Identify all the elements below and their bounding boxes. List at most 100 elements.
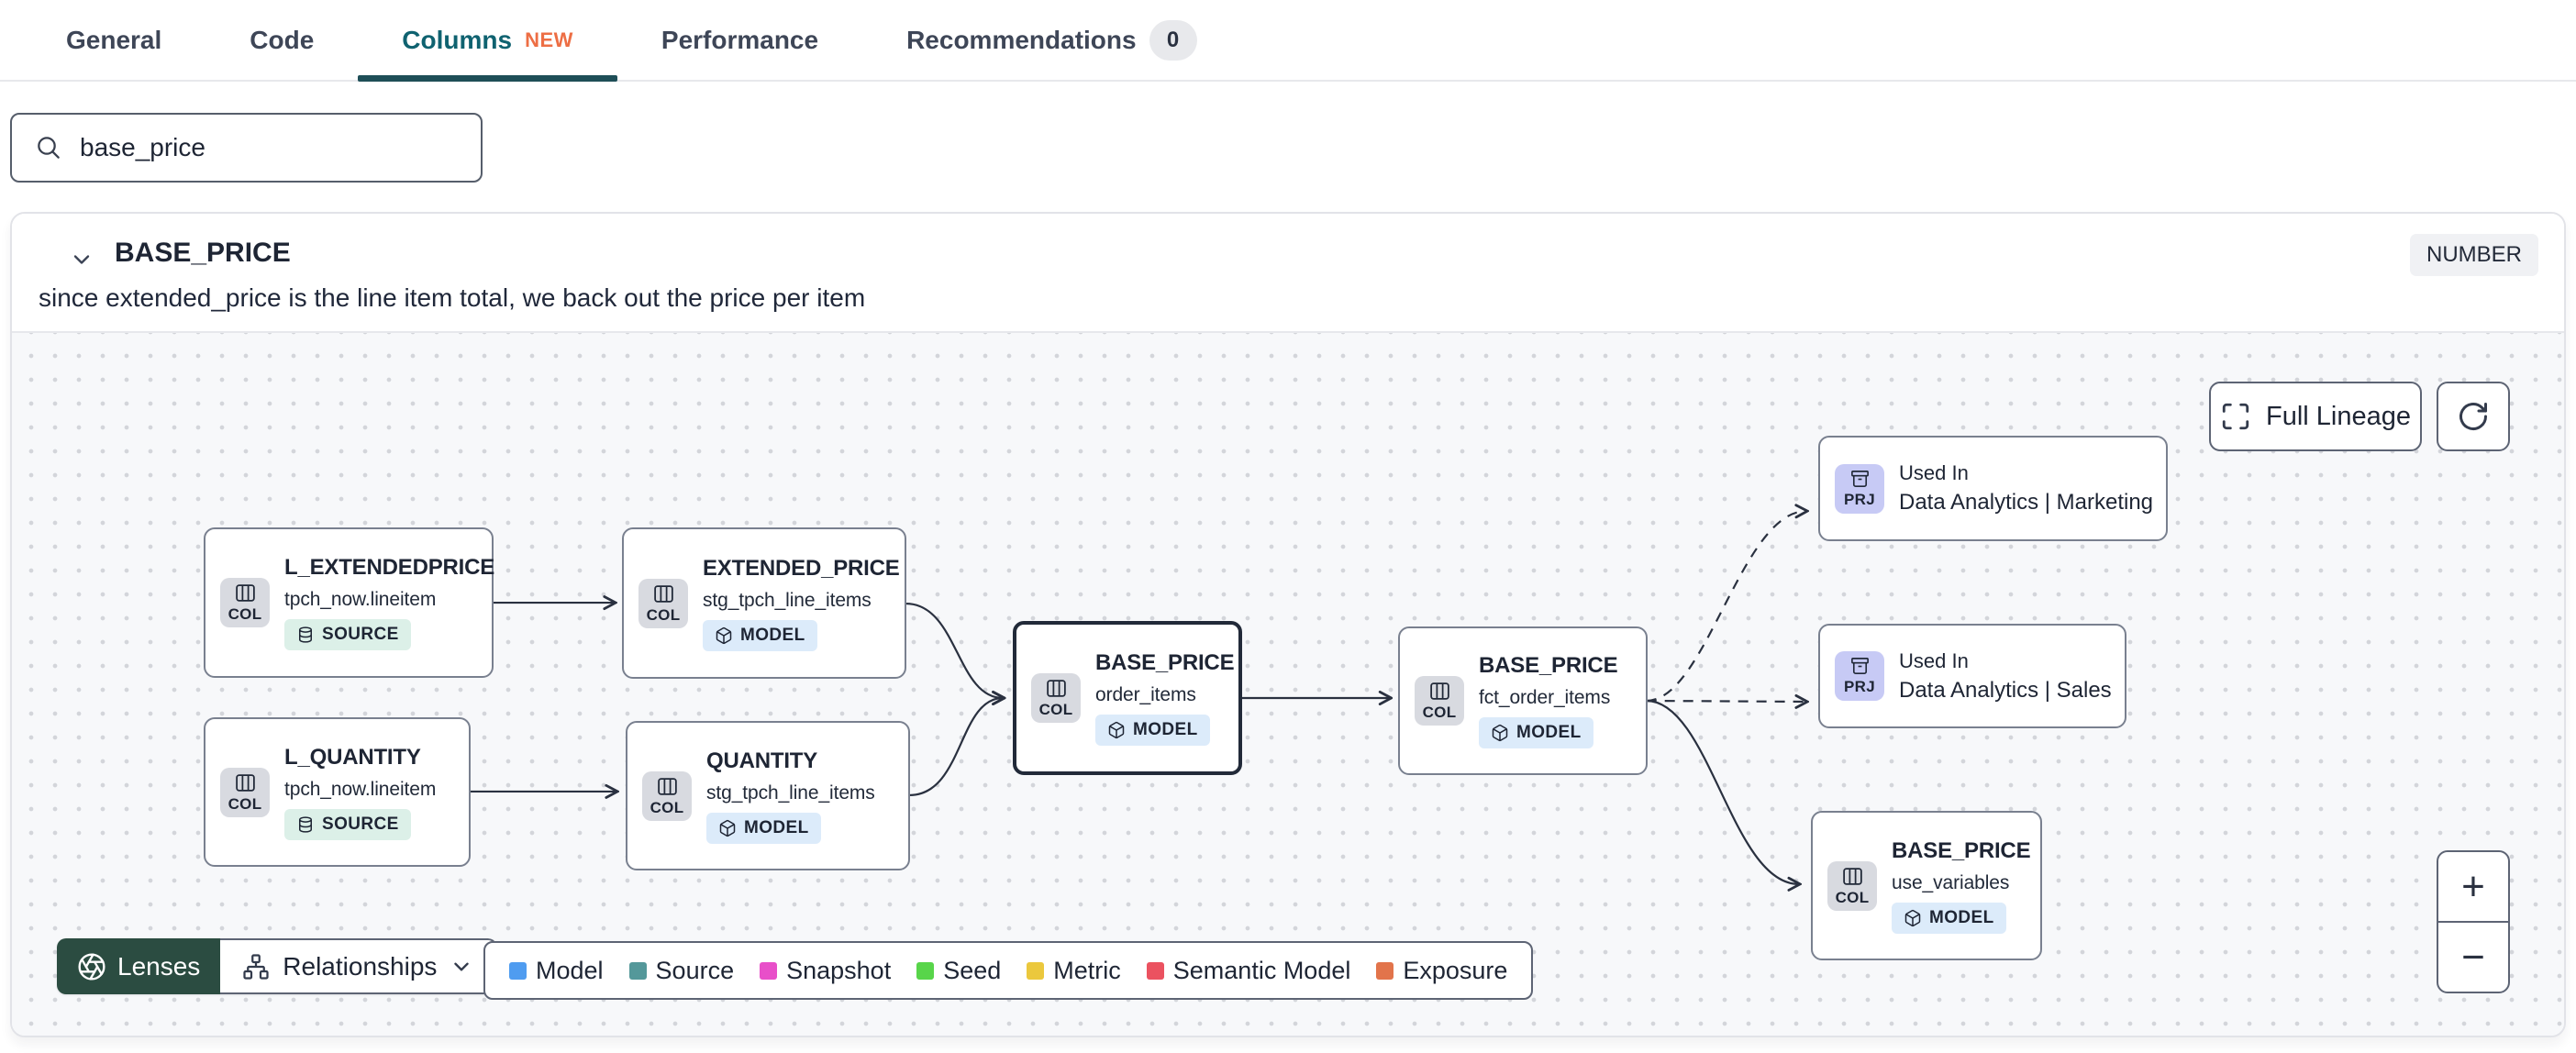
lineage-node-used-in-marketing[interactable]: PRJ Used In Data Analytics | Marketing <box>1818 436 2169 541</box>
node-subtitle: fct_order_items <box>1479 687 1611 708</box>
node-subtitle: order_items <box>1095 684 1196 705</box>
refresh-icon <box>2459 403 2487 431</box>
model-badge: MODEL <box>703 619 817 651</box>
col-kind-badge: COL <box>1827 860 1877 911</box>
edge <box>1646 701 1806 702</box>
resource-type-legend: Model Source Snapshot Seed Metric Semant… <box>483 941 1534 1000</box>
legend-swatch <box>1027 961 1045 980</box>
tab-recommendations[interactable]: Recommendations 0 <box>862 0 1241 80</box>
chevron-down-icon <box>454 962 470 970</box>
tab-general[interactable]: General <box>22 0 205 80</box>
legend-swatch <box>628 961 647 980</box>
refresh-button[interactable] <box>2437 382 2510 451</box>
new-badge: NEW <box>525 28 573 51</box>
edge <box>905 602 1003 698</box>
legend-swatch <box>1146 961 1164 980</box>
col-kind-badge: COL <box>642 770 692 821</box>
legend-swatch <box>916 961 935 980</box>
node-title: BASE_PRICE <box>1095 650 1235 675</box>
edge <box>909 698 1003 797</box>
lineage-node-l-extendedprice[interactable]: COL L_EXTENDEDPRICE tpch_now.lineitem SO… <box>204 527 494 678</box>
legend-item-model: Model <box>509 957 604 985</box>
node-title: BASE_PRICE <box>1892 837 2031 863</box>
tab-label: General <box>66 25 162 54</box>
project-name: Data Analytics | Marketing <box>1899 490 2154 515</box>
model-badge: MODEL <box>706 812 821 844</box>
lineage-canvas[interactable]: COL L_EXTENDEDPRICE tpch_now.lineitem SO… <box>12 333 2564 1036</box>
lineage-node-base-price-use-variables[interactable]: COL BASE_PRICE use_variables MODEL <box>1811 811 2042 960</box>
search-icon <box>38 137 60 159</box>
cube-icon <box>1492 724 1508 742</box>
used-in-label: Used In <box>1899 648 1969 672</box>
tab-label: Performance <box>661 25 819 54</box>
tab-label: Code <box>250 25 315 54</box>
edge <box>1646 511 1806 703</box>
legend-item-semantic-model: Semantic Model <box>1146 957 1350 985</box>
column-type-badge: NUMBER <box>2409 234 2538 276</box>
legend-item-metric: Metric <box>1027 957 1121 985</box>
tab-bar: General Code Columns NEW Performance Rec… <box>0 0 2576 82</box>
cube-icon <box>716 626 732 644</box>
database-icon <box>299 815 312 833</box>
col-kind-badge: COL <box>1031 673 1081 723</box>
node-subtitle: stg_tpch_line_items <box>706 781 875 804</box>
database-icon <box>299 626 312 643</box>
search-row <box>0 82 2576 183</box>
lenses-button[interactable]: Lenses <box>57 938 221 994</box>
collapse-chevron-icon[interactable] <box>65 243 98 276</box>
lineage-node-base-price-fct-order-items[interactable]: COL BASE_PRICE fct_order_items MODEL <box>1398 626 1648 775</box>
tab-columns[interactable]: Columns NEW <box>358 0 617 82</box>
cube-icon <box>719 819 736 837</box>
source-badge: SOURCE <box>284 619 411 650</box>
legend-swatch <box>1376 961 1394 980</box>
zoom-controls: + − <box>2437 850 2510 993</box>
tab-performance[interactable]: Performance <box>617 0 862 80</box>
legend-item-source: Source <box>628 957 734 985</box>
node-subtitle: stg_tpch_line_items <box>703 589 872 611</box>
col-kind-badge: COL <box>220 578 270 627</box>
zoom-in-button[interactable]: + <box>2438 852 2508 923</box>
lineage-node-l-quantity[interactable]: COL L_QUANTITY tpch_now.lineitem SOURCE <box>204 717 471 867</box>
node-title: L_EXTENDEDPRICE <box>284 555 495 580</box>
lineage-node-base-price-order-items[interactable]: COL BASE_PRICE order_items MODEL <box>1013 621 1242 775</box>
cube-icon <box>1904 909 1921 926</box>
columns-icon <box>653 584 673 603</box>
search-box[interactable] <box>10 113 483 183</box>
tab-label: Recommendations <box>906 25 1137 54</box>
columns-icon <box>1842 867 1862 885</box>
model-badge: MODEL <box>1892 902 2006 934</box>
prj-kind-badge: PRJ <box>1835 651 1884 701</box>
network-icon <box>243 953 269 980</box>
columns-icon <box>657 777 677 795</box>
lineage-node-quantity[interactable]: COL QUANTITY stg_tpch_line_items MODEL <box>626 721 910 870</box>
full-lineage-button[interactable]: Full Lineage <box>2209 382 2422 451</box>
column-panel: BASE_PRICE NUMBER since extended_price i… <box>10 212 2566 1037</box>
column-title: BASE_PRICE <box>115 238 291 268</box>
col-kind-badge: COL <box>638 578 688 628</box>
node-subtitle: use_variables <box>1892 871 2010 893</box>
model-badge: MODEL <box>1095 715 1210 746</box>
archive-icon <box>1850 658 1869 674</box>
expand-icon <box>2222 403 2249 430</box>
lineage-node-extended-price[interactable]: COL EXTENDED_PRICE stg_tpch_line_items M… <box>622 527 906 679</box>
col-kind-badge: COL <box>220 767 270 817</box>
lineage-node-used-in-sales[interactable]: PRJ Used In Data Analytics | Sales <box>1818 624 2126 728</box>
legend-item-snapshot: Snapshot <box>760 957 891 985</box>
zoom-out-button[interactable]: − <box>2461 934 2485 980</box>
used-in-label: Used In <box>1899 461 1969 484</box>
recommendations-count-badge: 0 <box>1149 19 1197 61</box>
column-description: since extended_price is the line item to… <box>39 283 866 312</box>
source-badge: SOURCE <box>284 808 411 840</box>
legend-item-seed: Seed <box>916 957 1001 985</box>
lenses-group: Lenses Relationships <box>57 938 498 994</box>
tab-code[interactable]: Code <box>205 0 358 80</box>
node-title: QUANTITY <box>706 748 818 773</box>
column-panel-header: BASE_PRICE NUMBER since extended_price i… <box>12 214 2564 333</box>
columns-icon <box>235 584 255 602</box>
relationships-dropdown[interactable]: Relationships <box>220 938 498 994</box>
node-subtitle: tpch_now.lineitem <box>284 589 437 610</box>
aperture-icon <box>78 952 105 981</box>
columns-icon <box>235 773 255 792</box>
node-title: EXTENDED_PRICE <box>703 555 900 581</box>
search-input[interactable] <box>80 133 459 162</box>
